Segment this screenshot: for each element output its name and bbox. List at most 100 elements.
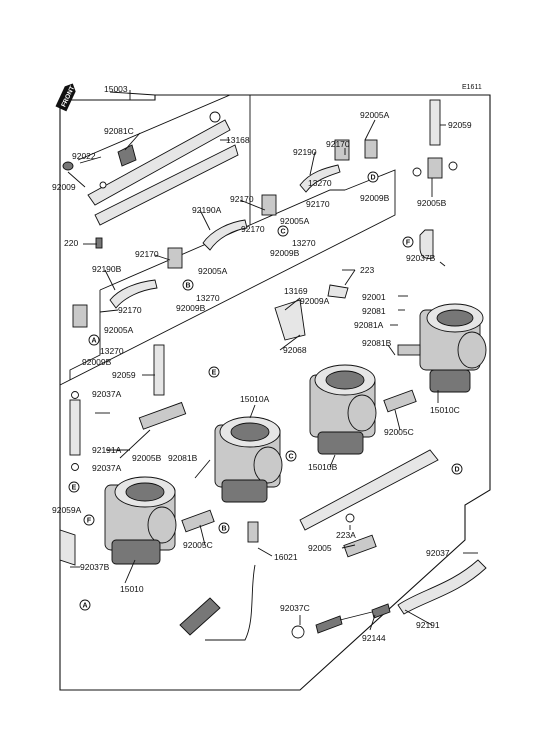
- bracket-13169: [274, 284, 349, 341]
- svg-text:E: E: [212, 370, 217, 377]
- callout-92009B-4: 92009B: [82, 357, 112, 367]
- reference-markers: A A B B C C D D E E F F: [68, 171, 463, 611]
- callout-13270-1: 13270: [308, 178, 332, 188]
- callout-labels: 15003 92081C 13168 92022 92009 220 92005…: [52, 84, 472, 643]
- marker-d-lower: D: [451, 463, 463, 475]
- svg-text:D: D: [370, 175, 375, 182]
- svg-text:D: D: [454, 467, 459, 474]
- marker-f-lower: F: [83, 514, 95, 526]
- marker-c-lower: C: [285, 450, 297, 462]
- diagram-code: E1611: [462, 84, 482, 91]
- callout-92009B-1: 92009B: [360, 193, 390, 203]
- callout-220: 220: [64, 238, 78, 248]
- vacuum-hoses-upper: [72, 139, 378, 328]
- callout-92005B-1: 92005B: [417, 198, 447, 208]
- callout-92191A: 92191A: [92, 445, 122, 455]
- callout-92037B-2: 92037B: [80, 562, 110, 572]
- callout-92170-5: 92170: [135, 249, 159, 259]
- svg-text:C: C: [280, 229, 285, 236]
- svg-text:F: F: [87, 518, 92, 525]
- marker-b-upper: B: [182, 279, 194, 291]
- marker-e-lower: E: [68, 481, 80, 493]
- callout-92170-3: 92170: [230, 194, 254, 204]
- callout-92081: 92081: [362, 306, 386, 316]
- callout-13168: 13168: [226, 135, 250, 145]
- callout-92005A-2: 92005A: [280, 216, 310, 226]
- throttle-link-bar: [62, 111, 239, 249]
- assembly-frame: [59, 91, 491, 691]
- callout-92037A-2: 92037A: [92, 463, 122, 473]
- callout-92144: 92144: [362, 633, 386, 643]
- marker-c-upper: C: [277, 225, 289, 237]
- callout-92059-1: 92059: [448, 120, 472, 130]
- svg-text:A: A: [82, 603, 87, 610]
- callout-92005: 92005: [308, 543, 332, 553]
- callout-15010A: 15010A: [240, 394, 270, 404]
- carburetor-15010: [104, 476, 177, 565]
- carburetor-15010A: [214, 416, 283, 503]
- callout-15010: 15010: [120, 584, 144, 594]
- callout-92005B-2: 92005B: [132, 453, 162, 463]
- callout-92081B-1: 92081B: [362, 338, 392, 348]
- callout-92037: 92037: [426, 548, 450, 558]
- callout-92005C-1: 92005C: [384, 427, 414, 437]
- callout-15010C: 15010C: [430, 405, 460, 415]
- callout-92170-1: 92170: [326, 139, 350, 149]
- carburetor-15010C: [397, 303, 487, 393]
- callout-13270-4: 13270: [100, 346, 124, 356]
- callout-92009B-3: 92009B: [176, 303, 206, 313]
- choke-cable: [179, 521, 259, 641]
- marker-e-upper: E: [208, 366, 220, 378]
- callout-92009A: 92009A: [300, 296, 330, 306]
- callout-223A: 223A: [336, 530, 356, 540]
- leader-lines: [67, 90, 478, 631]
- callout-223: 223: [360, 265, 374, 275]
- callout-92191: 92191: [416, 620, 440, 630]
- callout-15003: 15003: [104, 84, 128, 94]
- callout-92005C-2: 92005C: [183, 540, 213, 550]
- callout-92009: 92009: [52, 182, 76, 192]
- link-rod-lower: [299, 449, 439, 531]
- vent-tube-upper: [412, 99, 458, 179]
- callout-92037B-1: 92037B: [406, 253, 436, 263]
- callout-13169: 13169: [284, 286, 308, 296]
- joint-pipes: [138, 389, 417, 558]
- front-badge: FRONT: [55, 83, 76, 112]
- marker-a-lower: A: [79, 599, 91, 611]
- callout-92037C: 92037C: [280, 603, 310, 613]
- callout-92068: 92068: [283, 345, 307, 355]
- svg-text:F: F: [406, 240, 411, 247]
- callout-92037A-1: 92037A: [92, 389, 122, 399]
- callout-92009B-2: 92009B: [270, 248, 300, 258]
- f-tube-upper: [419, 229, 434, 259]
- drain-hose: [291, 559, 487, 639]
- svg-text:B: B: [221, 526, 226, 533]
- callout-92059-2: 92059: [112, 370, 136, 380]
- marker-b-lower: B: [218, 522, 230, 534]
- callout-92190A: 92190A: [192, 205, 222, 215]
- callout-15010B: 15010B: [308, 462, 338, 472]
- callout-92081C: 92081C: [104, 126, 134, 136]
- callout-92081B-2: 92081B: [168, 453, 198, 463]
- callout-13270-3: 13270: [196, 293, 220, 303]
- svg-text:A: A: [91, 338, 96, 345]
- vent-tubes-left: [59, 344, 165, 566]
- carburetor-15010B: [309, 364, 377, 455]
- callout-16021: 16021: [274, 552, 298, 562]
- callout-92022: 92022: [72, 151, 96, 161]
- callout-92005A-3: 92005A: [198, 266, 228, 276]
- callout-92081A: 92081A: [354, 320, 384, 330]
- marker-a-upper: A: [88, 334, 100, 346]
- callout-92005A-4: 92005A: [104, 325, 134, 335]
- callout-92170-4: 92170: [241, 224, 265, 234]
- callout-92170-2: 92170: [306, 199, 330, 209]
- marker-d-upper: D: [367, 171, 379, 183]
- marker-f-upper: F: [402, 236, 414, 248]
- callout-92005A-1: 92005A: [360, 110, 390, 120]
- callout-92059A: 92059A: [52, 505, 82, 515]
- callout-92001: 92001: [362, 292, 386, 302]
- callout-92170-6: 92170: [118, 305, 142, 315]
- callout-92190B: 92190B: [92, 264, 122, 274]
- svg-text:E: E: [72, 485, 77, 492]
